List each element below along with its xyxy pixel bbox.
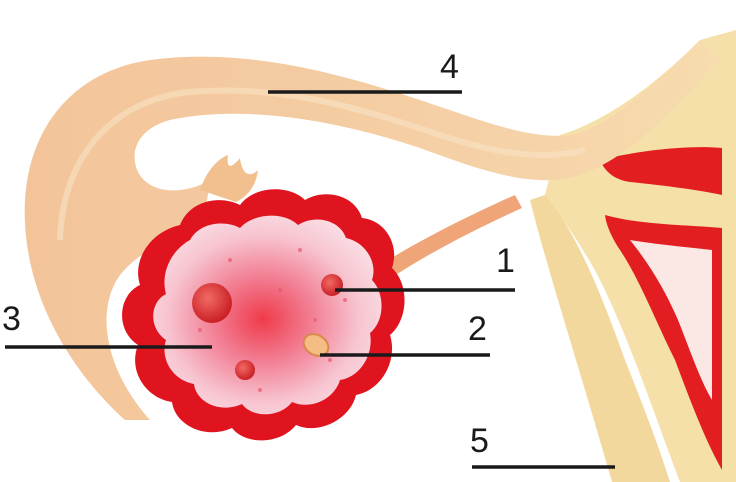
label-2: 2	[468, 310, 487, 348]
tiny-follicle	[235, 360, 255, 380]
label-3: 3	[2, 300, 21, 338]
label-1: 1	[496, 242, 515, 280]
large-follicle	[192, 283, 232, 323]
label-4: 4	[440, 48, 459, 86]
small-follicle	[321, 274, 343, 296]
label-5: 5	[470, 422, 489, 460]
